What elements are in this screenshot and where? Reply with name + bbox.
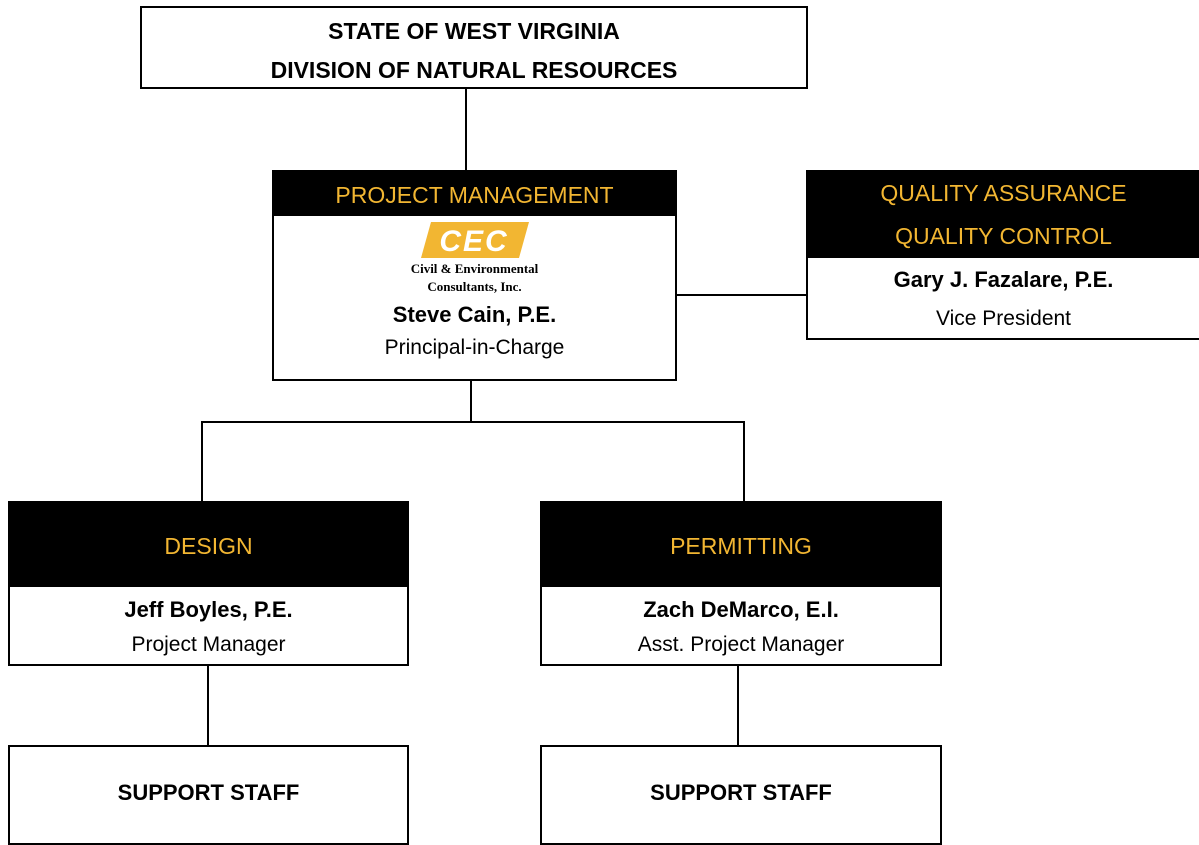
company-name-line2: Consultants, Inc. <box>427 279 522 294</box>
connector-pm-to-qa <box>677 294 806 296</box>
connector-permitting-to-support <box>737 666 739 745</box>
cec-logo: CEC <box>420 222 529 258</box>
design-person-name: Jeff Boyles, P.E. <box>124 597 293 622</box>
connector-top-to-pm <box>465 89 467 170</box>
connector-branch-to-design <box>201 421 203 501</box>
permitting-person-role: Asst. Project Manager <box>637 633 845 656</box>
connector-design-to-support <box>207 666 209 745</box>
qa-person-name: Gary J. Fazalare, P.E. <box>893 267 1114 292</box>
permitting-person-name: Zach DeMarco, E.I. <box>643 597 839 622</box>
cec-logo-text: CEC <box>439 225 508 258</box>
project-management-header: PROJECT MANAGEMENT <box>274 172 675 216</box>
org-root-line1: STATE OF WEST VIRGINIA <box>328 18 620 44</box>
connector-branch-to-permitting <box>743 421 745 501</box>
connector-pm-down <box>470 381 472 422</box>
support-staff-box-left: SUPPORT STAFF <box>8 745 409 845</box>
qa-header-line1: QUALITY ASSURANCE <box>880 180 1127 206</box>
qa-qc-box: QUALITY ASSURANCE QUALITY CONTROL Gary J… <box>806 170 1199 340</box>
org-root-line2: DIVISION OF NATURAL RESOURCES <box>270 57 678 83</box>
support-staff-label-left: SUPPORT STAFF <box>117 780 300 805</box>
pm-person-name: Steve Cain, P.E. <box>392 302 557 327</box>
permitting-header: PERMITTING <box>542 503 940 587</box>
qa-header-line2: QUALITY CONTROL <box>895 223 1112 249</box>
design-box: DESIGN Jeff Boyles, P.E. Project Manager <box>8 501 409 666</box>
qa-qc-header: QUALITY ASSURANCE QUALITY CONTROL <box>808 172 1199 258</box>
company-name-line1: Civil & Environmental <box>410 261 539 276</box>
permitting-box: PERMITTING Zach DeMarco, E.I. Asst. Proj… <box>540 501 942 666</box>
qa-person-role: Vice President <box>935 307 1072 330</box>
support-staff-box-right: SUPPORT STAFF <box>540 745 942 845</box>
org-root-box: STATE OF WEST VIRGINIA DIVISION OF NATUR… <box>140 6 808 89</box>
connector-horizontal-branch <box>201 421 745 423</box>
design-person-role: Project Manager <box>131 633 286 656</box>
project-management-box: PROJECT MANAGEMENT CEC Civil & Environme… <box>272 170 677 381</box>
design-header: DESIGN <box>10 503 407 587</box>
support-staff-label-right: SUPPORT STAFF <box>650 780 832 805</box>
pm-person-role: Principal-in-Charge <box>384 336 565 359</box>
